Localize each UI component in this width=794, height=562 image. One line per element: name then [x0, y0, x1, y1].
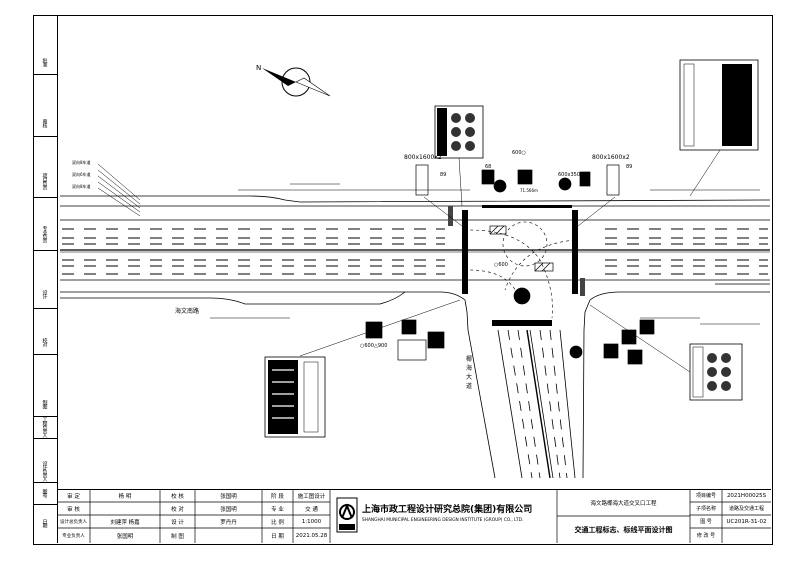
drawing-frame	[33, 15, 773, 545]
tb-value: 2021.05.28	[295, 532, 328, 539]
tb-label: 子项名称	[695, 506, 716, 512]
misc-label: 71.566m	[520, 188, 538, 193]
side-cell: 项目负责	[33, 165, 57, 198]
lane-markings	[62, 228, 768, 275]
leader-lines	[97, 149, 721, 373]
misc-label: 600○	[512, 150, 526, 156]
tb-label: 图 号	[700, 519, 712, 525]
side-cell: 制图	[33, 392, 57, 417]
tb-value: 张国明	[220, 506, 237, 513]
misc-label: ○600	[360, 343, 374, 349]
tb-value: 交 通	[305, 506, 318, 513]
side-cell: 审核	[33, 110, 57, 137]
tb-label: 审 核	[67, 506, 80, 513]
tb-value: 张国明	[220, 493, 237, 500]
title-block	[57, 489, 771, 544]
misc-label: ○600	[494, 262, 508, 268]
misc-label: 89	[440, 172, 447, 178]
cross-road-label: 椰 海 大 道	[466, 356, 473, 390]
svg-text:N: N	[256, 64, 261, 72]
drawing-number: UC201R-31-02	[726, 518, 767, 525]
islands	[489, 225, 554, 272]
tb-value: 施工图设计	[297, 493, 326, 500]
lane-tag: 双向6车道	[72, 172, 91, 177]
project-number: 2021H00025S	[726, 492, 767, 499]
tb-label: 设计总负责人	[60, 519, 87, 525]
sign-dim-left: 800x1600x2	[404, 154, 442, 161]
side-cell: 图号	[33, 482, 57, 505]
tb-label: 制 图	[171, 533, 184, 540]
tb-label: 修 改 号	[696, 533, 716, 539]
lane-tag: 双向8车道	[72, 184, 91, 189]
intersection-guides	[469, 221, 576, 319]
side-cell: 校对	[33, 330, 57, 355]
small-signs	[365, 164, 655, 365]
cross-road	[466, 311, 586, 479]
side-cell: 工程负责人	[33, 416, 57, 439]
tb-value	[195, 528, 262, 543]
sign-dim-right: 800x1600x2	[592, 154, 630, 161]
sign-panel-left-bottom	[264, 356, 326, 438]
company-name-en: SHANGHAI MUNICIPAL ENGINEERING DESIGN IN…	[362, 518, 524, 523]
drawing-title: 交通工程标志、标线平面设计图	[574, 525, 673, 534]
sign-dim-small: 600x350	[558, 172, 581, 178]
tb-value: 1:1000	[301, 518, 322, 525]
side-cell: 批准	[33, 50, 57, 75]
stop-lines	[448, 205, 585, 326]
side-cell: 设计	[33, 280, 57, 309]
tb-label: 校 核	[171, 493, 184, 500]
tb-value: 杨 明	[118, 493, 132, 500]
tb-label: 日 期	[271, 533, 284, 540]
lane-tag: 双向8车道	[72, 160, 91, 165]
subitem-name: 道路及交通工程	[728, 506, 764, 512]
tb-label: 专 业	[271, 506, 284, 513]
misc-label: 89	[626, 164, 633, 170]
tb-label: 专业负责人	[62, 533, 85, 539]
tb-label: 审 定	[67, 493, 80, 500]
tb-label: 设 计	[171, 519, 184, 526]
tb-label: 项目编号	[695, 493, 716, 499]
south-road-label: 海文南路	[175, 308, 200, 315]
misc-label: 68	[485, 164, 492, 170]
sign-panel-left-top	[434, 105, 484, 159]
north-arrow-icon: N	[256, 64, 331, 97]
tb-label: 阶 段	[271, 493, 284, 500]
company-logo-icon	[336, 497, 358, 533]
project-name: 海文路椰海大道交叉口工程	[590, 500, 657, 507]
side-cell: 日期	[41, 519, 48, 527]
sign-panel-right-bottom	[689, 343, 743, 401]
tb-label: 比 例	[271, 519, 284, 526]
company-name-cn: 上海市政工程设计研究总院(集团)有限公司	[362, 505, 533, 515]
tb-value: 罗丹丹	[220, 519, 237, 526]
misc-label: △900	[374, 343, 388, 349]
side-cell: 设计负责人	[33, 460, 57, 483]
dimension-lines	[210, 183, 760, 325]
tb-value: 刘建萍 杨嘉	[110, 519, 140, 526]
tb-value: 张国明	[116, 533, 134, 540]
sign-panel-right-top	[679, 59, 759, 151]
side-strip-divider	[57, 15, 58, 543]
main-road	[60, 195, 771, 313]
tb-value	[90, 502, 160, 515]
side-cell: 专业负责	[33, 218, 57, 251]
tb-label: 校 对	[171, 506, 184, 513]
version-number	[722, 528, 771, 543]
